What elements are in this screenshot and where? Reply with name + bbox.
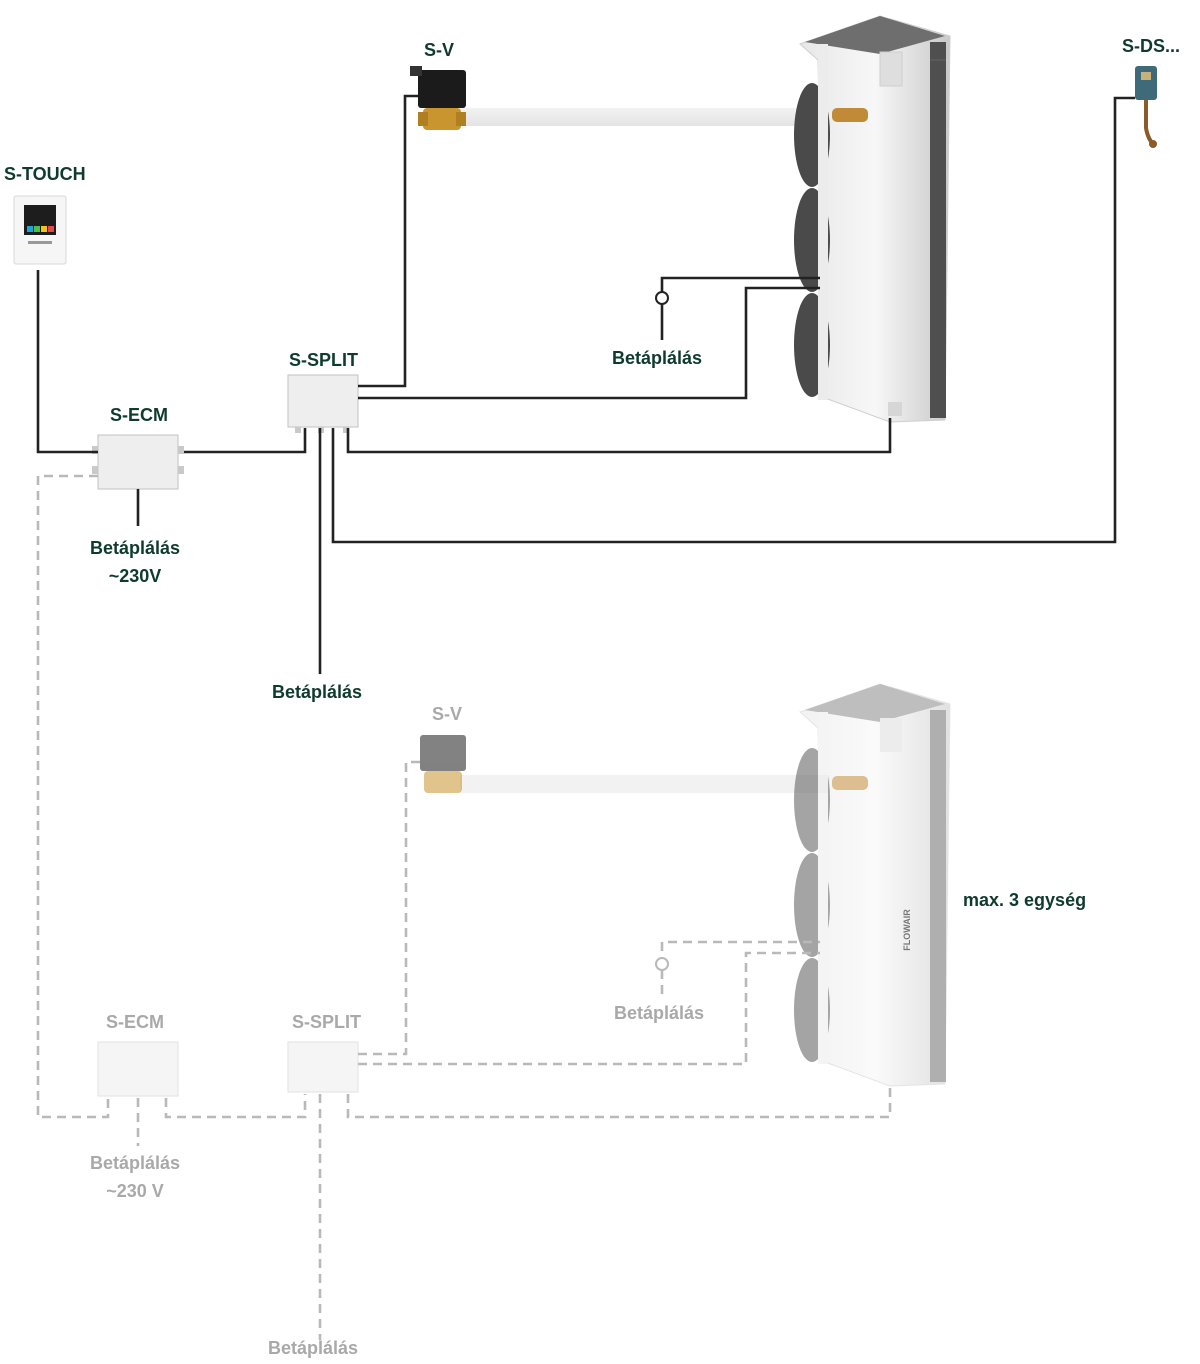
label-s-v: S-V — [424, 40, 455, 60]
ghost-pipe-band — [460, 775, 830, 793]
s-touch-device — [13, 195, 67, 265]
label-ghost-s-split: S-SPLIT — [292, 1012, 362, 1032]
s-ecm-box — [92, 434, 184, 490]
label-s-split: S-SPLIT — [289, 350, 359, 370]
unit-brand-text: FLOWAIR — [902, 909, 912, 951]
label-ghost-betaplalas-right: Betáplálás — [614, 1003, 705, 1023]
label-max-units: max. 3 egység — [963, 890, 1087, 910]
label-betaplalas-split: Betáplálás — [272, 682, 363, 702]
s-split-box — [287, 374, 359, 433]
label-ghost-s-v: S-V — [432, 704, 463, 724]
ghost-s-v-valve — [420, 735, 466, 793]
label-s-ecm: S-ECM — [110, 405, 168, 425]
label-ghost-s-ecm: S-ECM — [106, 1012, 164, 1032]
air-curtain-unit — [794, 15, 951, 423]
ghost-s-ecm-box — [97, 1041, 179, 1097]
wiring-bottom-dashed — [36, 474, 892, 1340]
label-betaplalas-230: Betáplálás ~230V — [90, 538, 181, 586]
pipe-band — [455, 108, 830, 126]
ghost-s-split-box — [287, 1041, 359, 1093]
ghost-air-curtain-unit — [794, 683, 951, 1087]
label-betaplalas-top-right: Betáplálás — [612, 348, 703, 368]
s-ds-thermostat — [1135, 66, 1157, 148]
s-v-valve — [410, 66, 466, 130]
label-s-ds: S-DS... — [1122, 36, 1181, 56]
label-s-touch: S-TOUCH — [4, 164, 86, 184]
label-ghost-betaplalas-split: Betáplálás — [268, 1338, 359, 1358]
label-ghost-betaplalas-230: Betáplálás ~230 V — [90, 1153, 181, 1201]
wiring-top — [36, 94, 1135, 674]
